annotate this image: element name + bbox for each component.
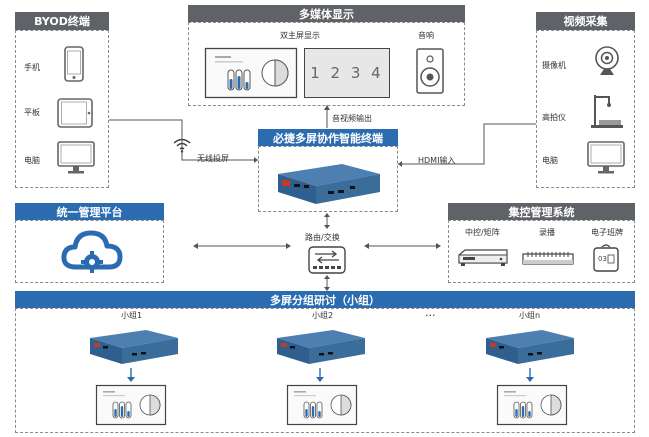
group-n-label: 小组n [519, 311, 541, 320]
class-board-label: 电子班牌 [591, 228, 623, 237]
group-n-screen [496, 384, 568, 426]
group-1-label: 小组1 [121, 311, 143, 320]
monitor-icon [57, 141, 95, 174]
class-board-icon: 03 [593, 244, 619, 272]
speaker-label: 音响 [418, 31, 434, 40]
matrix-label: 中控/矩阵 [465, 228, 500, 237]
display-screen-1 [204, 47, 298, 99]
group-2-terminal-icon [277, 330, 365, 364]
group-1-terminal-icon [90, 330, 178, 364]
multimedia-title: 多媒体显示 [188, 5, 465, 22]
group-title: 多屏分组研讨（小组） [15, 291, 635, 308]
central-control-panel [448, 220, 635, 283]
byod-tablet-label: 平板 [24, 108, 40, 117]
document-camera-icon [591, 95, 623, 128]
speaker-icon [416, 48, 444, 94]
screen-digits: 1 2 3 4 [310, 64, 384, 82]
tablet-icon [57, 98, 93, 128]
group-1-arrow [127, 368, 135, 382]
camera-label: 摄像机 [542, 61, 566, 70]
svg-text:03: 03 [598, 255, 607, 263]
hdmi-label: HDMI输入 [418, 156, 456, 165]
multimedia-panel [188, 22, 465, 106]
byod-title: BYOD终端 [15, 12, 109, 30]
av-output-label: 音视频输出 [332, 114, 372, 123]
wifi-icon [173, 138, 191, 153]
terminal-title: 必捷多屏协作智能终端 [258, 129, 398, 146]
group-2-arrow [316, 368, 324, 382]
document-camera-label: 高拍仪 [542, 113, 566, 122]
camera-icon [595, 46, 619, 75]
cloud-gear-icon [61, 230, 123, 273]
group-panel [15, 308, 635, 433]
group-ellipsis: ... [425, 306, 436, 319]
byod-panel [15, 30, 109, 188]
group-n-arrow [526, 368, 534, 382]
router-label: 路由/交换 [305, 233, 340, 242]
group-2-label: 小组2 [312, 311, 334, 320]
platform-panel [15, 220, 164, 283]
platform-title: 统一管理平台 [15, 203, 164, 220]
router-switch-icon [308, 246, 346, 274]
capture-pc-label: 电脑 [542, 156, 558, 165]
terminal-device-icon [278, 164, 380, 204]
central-control-title: 集控管理系统 [448, 203, 635, 220]
recording-label: 录播 [539, 228, 555, 237]
phone-icon [64, 46, 84, 82]
terminal-panel [258, 146, 398, 212]
recording-icon [522, 252, 574, 265]
dual-screen-label: 双主屏显示 [280, 31, 320, 40]
byod-phone-label: 手机 [24, 63, 40, 72]
wireless-label: 无线投屏 [197, 154, 229, 163]
capture-monitor-icon [587, 141, 625, 174]
group-1-screen [95, 384, 167, 426]
group-2-screen [286, 384, 358, 426]
video-capture-panel [536, 30, 635, 188]
matrix-icon [458, 249, 508, 266]
group-n-terminal-icon [486, 330, 574, 364]
byod-pc-label: 电脑 [24, 156, 40, 165]
video-capture-title: 视频采集 [536, 12, 635, 30]
display-screen-2: 1 2 3 4 [304, 48, 390, 98]
